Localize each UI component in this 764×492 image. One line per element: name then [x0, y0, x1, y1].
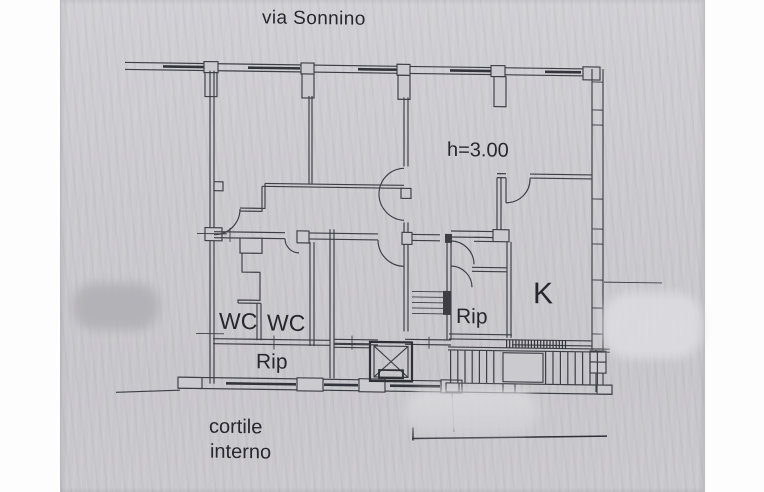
door-arc	[378, 193, 405, 221]
labels: via Sonnino h=3.00 K Rip WC WC Rip corti…	[209, 7, 553, 464]
balustrade-hatch	[450, 349, 500, 384]
courtyard-label-line1: cortile	[209, 416, 262, 439]
room-partitions	[308, 96, 409, 332]
courtyard-boundary-line	[115, 389, 181, 393]
door-arc	[450, 240, 475, 265]
door-arc	[377, 239, 405, 267]
door-arc	[378, 167, 405, 194]
staircase	[412, 290, 448, 315]
storage-left-label: Rip	[256, 350, 288, 373]
wc-walls	[213, 229, 378, 379]
kitchen-label: K	[533, 277, 553, 310]
redaction-blur-right	[603, 293, 702, 358]
ceiling-height-label: h=3.00	[447, 139, 509, 162]
storage-right-label: Rip	[456, 305, 488, 328]
balcony	[445, 346, 613, 395]
door-arc	[450, 265, 473, 288]
left-outer-wall	[196, 70, 227, 384]
door-arc	[505, 178, 531, 204]
wc-label-2: WC	[267, 309, 305, 336]
bottom-outer-wall	[115, 376, 463, 394]
redaction-blur-left	[72, 283, 160, 330]
redaction-blur-bottom	[405, 390, 538, 434]
stair-core	[405, 233, 507, 349]
storage-room-walls	[449, 241, 512, 341]
elevator-shaft	[334, 340, 414, 383]
threshold-hatch	[506, 339, 568, 349]
kitchen-walls	[451, 173, 592, 349]
wc-label-1: WC	[219, 308, 257, 335]
entrance-double-door	[378, 167, 412, 221]
door-arc	[213, 209, 241, 236]
top-facade-window-band	[125, 60, 601, 108]
door-arc	[284, 238, 300, 254]
courtyard-label-line2: interno	[210, 441, 271, 464]
street-label: via Sonnino	[262, 7, 366, 29]
